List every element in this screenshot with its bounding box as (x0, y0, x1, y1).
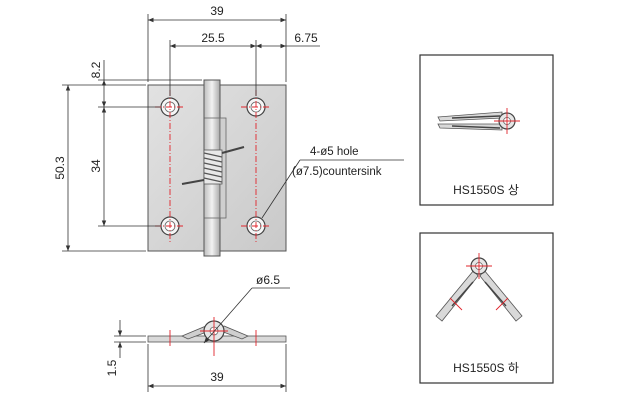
lower-view-caption: HS1550S 하 (453, 361, 519, 375)
dim-hole-spacing-v: 34 (89, 159, 103, 173)
front-view (147, 79, 287, 257)
dim-thickness: 1.5 (105, 359, 119, 376)
side-view (147, 317, 287, 356)
open-hinge-icon (435, 253, 523, 322)
lower-detail-view: HS1550S 하 (419, 232, 554, 384)
side-dimension-lines (114, 287, 290, 392)
dim-top-offset: 8.2 (89, 61, 103, 78)
upper-view-caption: HS1550S 상 (453, 183, 519, 197)
dim-pin-diameter: ø6.5 (256, 273, 280, 287)
upper-detail-frame (419, 54, 554, 206)
hole-note-leader (261, 159, 404, 219)
dim-width-bottom: 39 (210, 370, 224, 384)
dim-width-top: 39 (210, 4, 224, 18)
dim-hole-spacing-h: 25.5 (201, 31, 225, 45)
dim-edge-offset: 6.75 (294, 31, 318, 45)
dim-height-total: 50.3 (53, 156, 67, 180)
hole-note-line1: 4-ø5 hole (310, 146, 359, 158)
dimension-lines (62, 14, 320, 252)
spring-icon (181, 146, 245, 185)
closed-hinge-icon (437, 108, 520, 134)
hole-note-line2: (ø7.5)countersink (292, 166, 382, 178)
upper-detail-view: HS1550S 상 (419, 54, 554, 206)
